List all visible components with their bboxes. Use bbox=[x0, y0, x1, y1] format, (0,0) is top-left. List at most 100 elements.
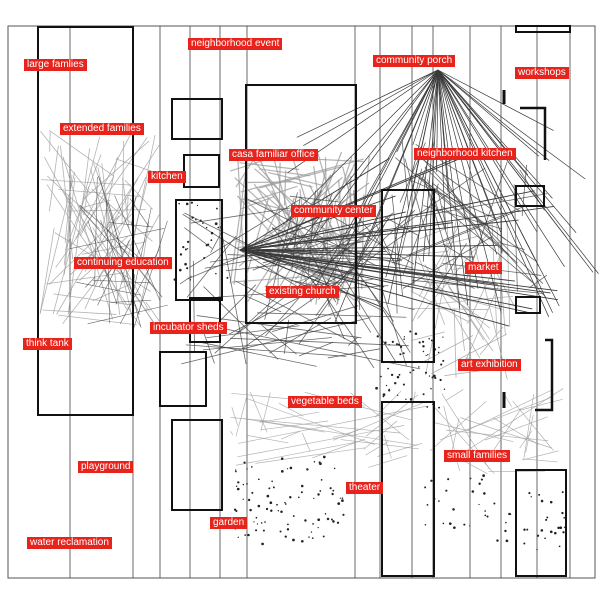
scatter-dot bbox=[540, 529, 544, 532]
light-trace bbox=[249, 391, 268, 433]
scatter-dot bbox=[387, 367, 389, 370]
zone-outline bbox=[245, 84, 357, 324]
fan-line bbox=[239, 249, 515, 282]
scatter-dot bbox=[430, 479, 433, 482]
scatter-dot bbox=[469, 477, 472, 480]
dark-trace bbox=[498, 242, 525, 250]
scatter-dot bbox=[190, 201, 193, 204]
light-trace bbox=[64, 154, 102, 251]
scatter-dot bbox=[442, 359, 445, 362]
light-trace bbox=[429, 401, 487, 452]
light-trace bbox=[523, 393, 535, 458]
bracket-outline bbox=[520, 106, 547, 160]
light-trace bbox=[340, 439, 420, 450]
light-trace bbox=[47, 175, 88, 214]
light-trace bbox=[64, 174, 73, 243]
fan-line bbox=[239, 206, 554, 251]
scatter-dot bbox=[528, 492, 531, 495]
bracket-outline bbox=[535, 338, 554, 412]
scatter-dot bbox=[326, 517, 330, 521]
scatter-dot bbox=[179, 253, 183, 256]
scatter-dot bbox=[428, 338, 430, 340]
scatter-dot bbox=[434, 376, 437, 379]
dark-trace bbox=[423, 205, 503, 230]
scatter-dot bbox=[233, 508, 237, 511]
light-trace bbox=[236, 442, 355, 466]
dark-trace bbox=[325, 296, 375, 369]
light-trace bbox=[377, 442, 423, 457]
scatter-dot bbox=[235, 469, 237, 471]
scatter-dot bbox=[484, 510, 486, 512]
light-trace bbox=[122, 177, 130, 228]
zone-outline bbox=[171, 98, 223, 140]
scatter-dot bbox=[301, 539, 304, 543]
light-trace bbox=[331, 180, 351, 296]
scatter-dot bbox=[412, 369, 415, 372]
scatter-dot bbox=[255, 516, 258, 519]
light-trace bbox=[410, 331, 446, 342]
scatter-dot bbox=[425, 354, 427, 357]
scatter-dot bbox=[376, 335, 379, 338]
scatter-dot bbox=[191, 216, 194, 219]
scatter-dot bbox=[561, 491, 564, 494]
light-trace bbox=[492, 417, 539, 445]
scatter-dot bbox=[226, 276, 229, 279]
dark-trace bbox=[186, 235, 237, 298]
light-trace bbox=[257, 188, 293, 220]
scatter-dot bbox=[339, 497, 341, 499]
light-trace bbox=[41, 179, 132, 186]
scatter-dot bbox=[442, 336, 444, 338]
dark-trace bbox=[133, 220, 168, 329]
fan-line bbox=[239, 150, 480, 251]
scatter-dot bbox=[469, 525, 471, 527]
dark-trace bbox=[327, 348, 380, 359]
light-trace bbox=[411, 391, 416, 410]
fan-line bbox=[239, 249, 385, 288]
scatter-dot bbox=[448, 522, 452, 526]
label-think-tank: think tank bbox=[23, 338, 72, 350]
scatter-dot bbox=[536, 534, 540, 537]
scatter-dot bbox=[318, 461, 321, 464]
scatter-dot bbox=[440, 363, 443, 366]
light-trace bbox=[290, 153, 319, 241]
light-trace bbox=[238, 405, 427, 444]
light-trace bbox=[67, 148, 91, 315]
scatter-dot bbox=[430, 388, 432, 390]
label-community-porch: community porch bbox=[373, 55, 456, 67]
scatter-dot bbox=[202, 222, 204, 224]
scatter-dot bbox=[242, 498, 244, 500]
label-incubator-sheds: incubator sheds bbox=[150, 322, 227, 334]
scatter-dot bbox=[382, 393, 386, 396]
scatter-dot bbox=[287, 523, 289, 526]
radiating-trace-lines bbox=[239, 69, 599, 327]
scatter-dot bbox=[210, 239, 213, 242]
fan-line bbox=[239, 249, 498, 285]
scatter-dot bbox=[215, 272, 217, 275]
scatter-dot bbox=[317, 518, 321, 522]
label-vegetable-beds: vegetable beds bbox=[288, 396, 362, 408]
scatter-dot bbox=[421, 340, 425, 343]
scatter-dot bbox=[438, 406, 441, 409]
fan-line bbox=[239, 249, 382, 308]
label-small-families: small families bbox=[444, 450, 511, 462]
label-market: market bbox=[465, 262, 502, 274]
scatter-dot bbox=[375, 386, 378, 390]
scatter-dot bbox=[380, 375, 382, 378]
scatter-dot bbox=[186, 267, 189, 270]
scatter-dot bbox=[308, 536, 310, 538]
scatter-dot bbox=[277, 510, 280, 512]
scatter-dot bbox=[422, 393, 425, 396]
fan-line bbox=[437, 69, 550, 161]
scatter-dot bbox=[480, 478, 483, 481]
scatter-dot bbox=[185, 202, 189, 206]
light-trace bbox=[127, 306, 142, 328]
scatter-dot bbox=[394, 381, 397, 385]
dark-trace bbox=[69, 227, 165, 249]
light-trace bbox=[312, 438, 365, 459]
scatter-dot bbox=[330, 518, 333, 521]
scatter-dot bbox=[237, 481, 240, 484]
light-trace bbox=[138, 266, 150, 314]
scatter-dot bbox=[398, 373, 401, 376]
scatter-dot bbox=[409, 330, 412, 333]
scatter-dot bbox=[264, 521, 266, 523]
